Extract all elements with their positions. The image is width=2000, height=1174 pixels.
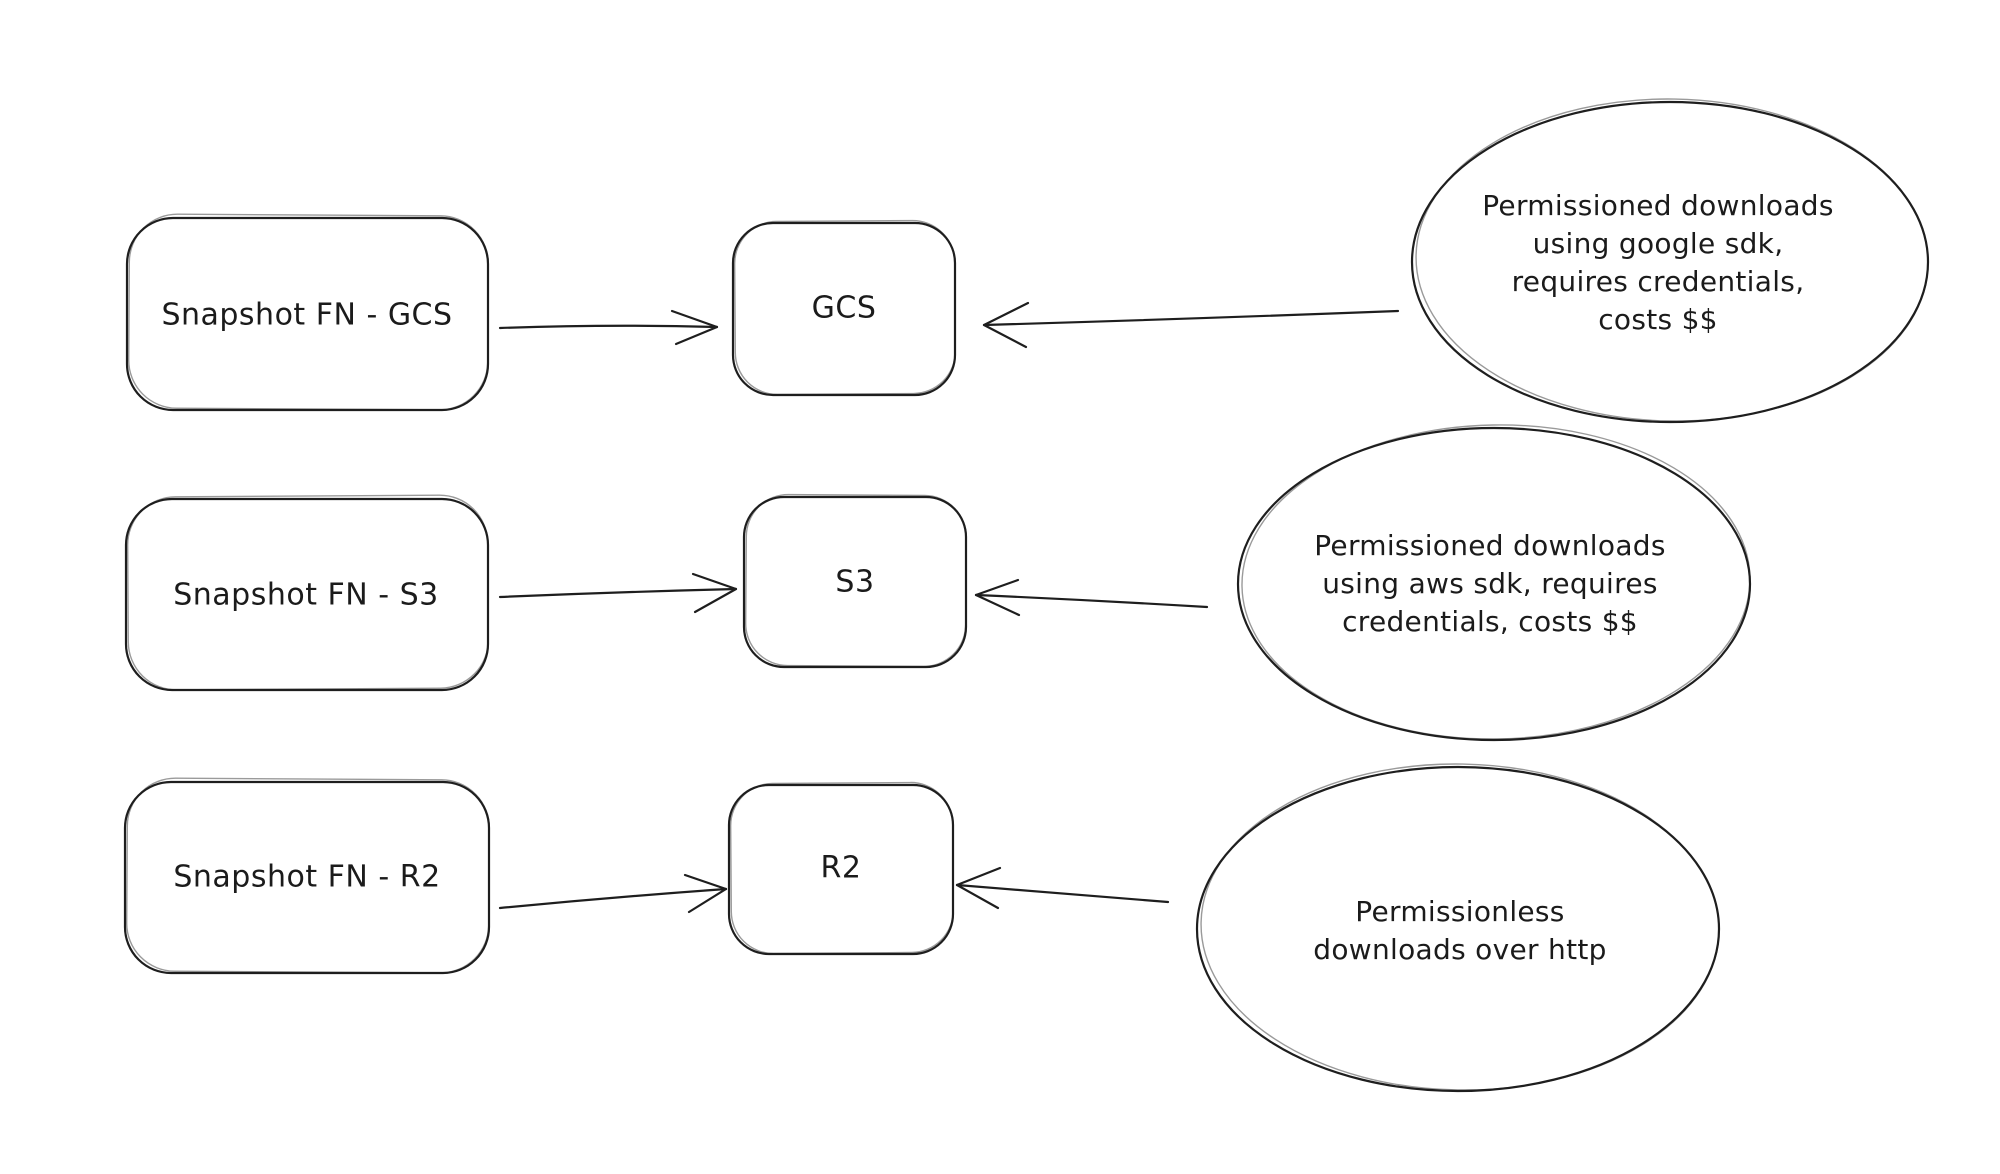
arrow-annotation-to-r2 — [955, 866, 1170, 910]
arrow-annotation-to-s3 — [974, 578, 1209, 617]
node-box-snapshot-r2-sketchline — [126, 777, 491, 974]
node-box-snapshot-gcs — [125, 216, 490, 412]
annotation-ellipse-r2 — [1195, 765, 1721, 1093]
arrow-snapshot-gcs-to-gcs — [498, 309, 719, 346]
node-box-snapshot-s3 — [124, 497, 490, 692]
node-box-s3-sketchline — [745, 493, 968, 668]
annotation-ellipse-gcs-sketchline — [1415, 98, 1929, 422]
annotation-text-r2: Permissionless downloads over http — [1313, 895, 1607, 966]
arrow-snapshot-s3-to-s3 — [498, 572, 738, 614]
node-box-s3 — [742, 495, 968, 669]
node-box-snapshot-r2 — [123, 780, 491, 975]
node-label-r2: R2 — [820, 850, 862, 886]
annotation-ellipse-gcs — [1410, 100, 1930, 424]
annotation-ellipse-s3 — [1236, 426, 1752, 742]
row-gcs-shapes — [125, 98, 1930, 424]
annotation-ellipse-r2-sketchline — [1200, 763, 1720, 1091]
node-label-gcs: GCS — [811, 290, 877, 326]
node-label-s3: S3 — [835, 564, 875, 600]
node-label-snapshot-r2: Snapshot FN - R2 — [173, 859, 441, 895]
row-s3-shapes — [124, 424, 1752, 742]
annotation-ellipse-s3-sketchline — [1241, 424, 1751, 740]
node-box-snapshot-s3-sketchline — [126, 494, 489, 691]
node-box-snapshot-gcs-sketchline — [128, 213, 490, 411]
node-box-r2 — [727, 783, 955, 956]
node-label-snapshot-s3: Snapshot FN - S3 — [173, 577, 439, 613]
arrow-annotation-to-gcs — [982, 301, 1400, 349]
row-r2-shapes — [123, 763, 1721, 1093]
node-label-snapshot-gcs: Snapshot FN - GCS — [161, 297, 453, 333]
annotation-text-gcs: Permissioned downloads using google sdk,… — [1482, 189, 1834, 336]
annotation-text-s3: Permissioned downloads using aws sdk, re… — [1314, 529, 1666, 638]
node-box-gcs — [731, 221, 957, 397]
node-box-gcs-sketchline — [733, 219, 956, 396]
arrow-snapshot-r2-to-r2 — [498, 873, 728, 914]
node-box-r2-sketchline — [729, 781, 954, 955]
